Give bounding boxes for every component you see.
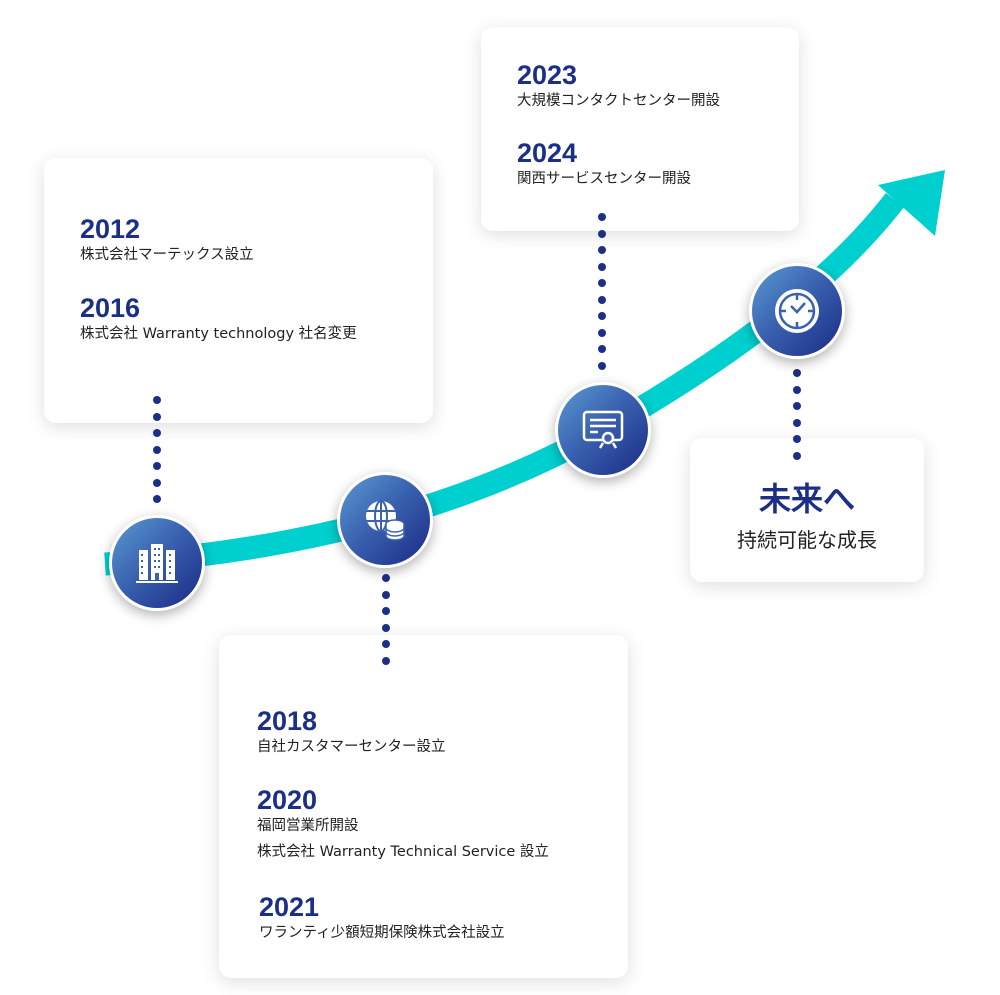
year: 2012 xyxy=(80,214,141,244)
connector-dots xyxy=(598,213,606,370)
future-card: 未来へ 持続可能な成長 xyxy=(690,438,924,582)
future-title: 未来へ xyxy=(758,480,855,518)
connector-dots xyxy=(153,396,161,503)
description: 関西サービスセンター開設 xyxy=(517,171,691,187)
connector-dots xyxy=(793,369,801,460)
milestone-card-2023-2024: 2023 大規模コンタクトセンター開設 2024 関西サービスセンター開設 xyxy=(481,27,799,231)
description: ワランティ少額短期保険株式会社設立 xyxy=(259,925,505,941)
description: 株式会社マーテックス設立 xyxy=(80,247,254,263)
description: 大規模コンタクトセンター開設 xyxy=(517,93,720,109)
building-icon xyxy=(109,515,205,611)
description: 株式会社 Warranty technology 社名変更 xyxy=(80,326,357,342)
description: 福岡営業所開設 xyxy=(257,818,359,834)
year: 2016 xyxy=(80,293,141,323)
year: 2024 xyxy=(517,138,578,168)
description: 株式会社 Warranty Technical Service 設立 xyxy=(257,844,549,860)
milestone-card-2012-2016: 2012 株式会社マーテックス設立 2016 株式会社 Warranty techn… xyxy=(44,158,433,423)
future-subtitle: 持続可能な成長 xyxy=(737,528,877,552)
clock-icon xyxy=(749,263,845,359)
description: 自社カスタマーセンター設立 xyxy=(257,739,446,755)
connector-dots xyxy=(382,574,390,665)
year: 2020 xyxy=(257,785,318,815)
year: 2023 xyxy=(517,60,578,90)
year: 2018 xyxy=(257,706,318,736)
certificate-icon xyxy=(555,382,651,478)
globe-database-icon xyxy=(337,472,433,568)
year: 2021 xyxy=(259,892,320,922)
milestone-card-2018-2021: 2018 自社カスタマーセンター設立 2020 福岡営業所開設株式会社 Warran… xyxy=(219,635,628,978)
